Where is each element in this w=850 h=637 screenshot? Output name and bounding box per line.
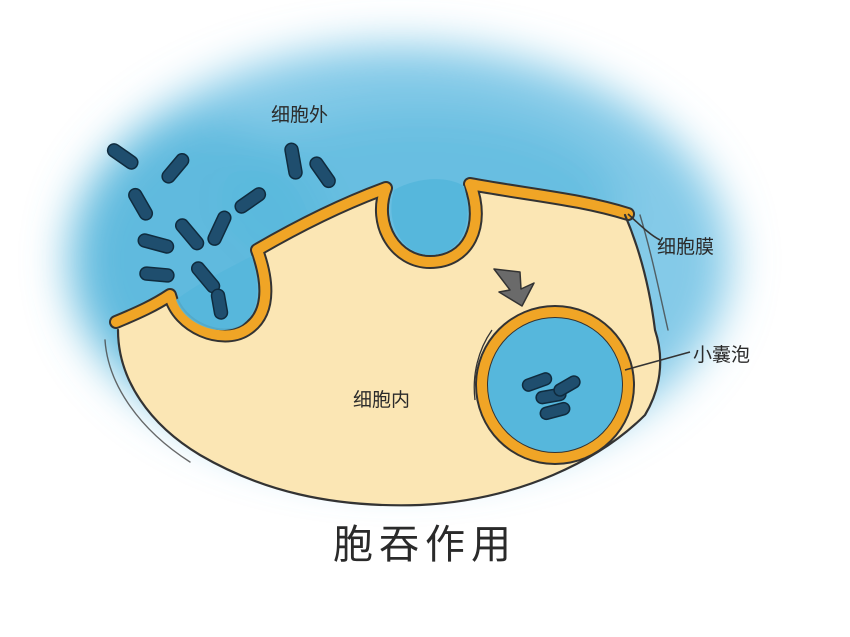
vesicle-leader-line: [624, 351, 691, 371]
vesicle-particles: [521, 372, 581, 421]
particle: [161, 153, 190, 184]
particle: [137, 233, 175, 254]
extracellular-particles: [106, 142, 336, 320]
particle: [521, 372, 553, 392]
cell-outline: [116, 213, 662, 507]
label-inside: 细胞内: [353, 389, 411, 411]
particle: [128, 187, 154, 221]
membrane-leader-line: [627, 213, 661, 241]
diagram-title: 胞吞作用: [333, 522, 517, 568]
particle: [106, 143, 139, 170]
particle: [210, 288, 229, 320]
engulf-arrow: [493, 268, 535, 307]
particle: [309, 156, 336, 189]
particle: [553, 375, 581, 397]
label-membrane: 细胞膜: [657, 236, 715, 258]
particle: [139, 266, 175, 283]
label-outside: 细胞外: [271, 104, 329, 126]
particle: [207, 210, 232, 246]
membrane-pocket-right: [391, 179, 468, 255]
particle: [539, 401, 571, 421]
particle: [234, 187, 267, 214]
particle: [284, 142, 303, 180]
vesicle-sketch-line: [473, 329, 493, 401]
vesicle: [473, 305, 635, 465]
label-vesicle: 小囊泡: [693, 344, 751, 366]
particle: [174, 218, 205, 251]
